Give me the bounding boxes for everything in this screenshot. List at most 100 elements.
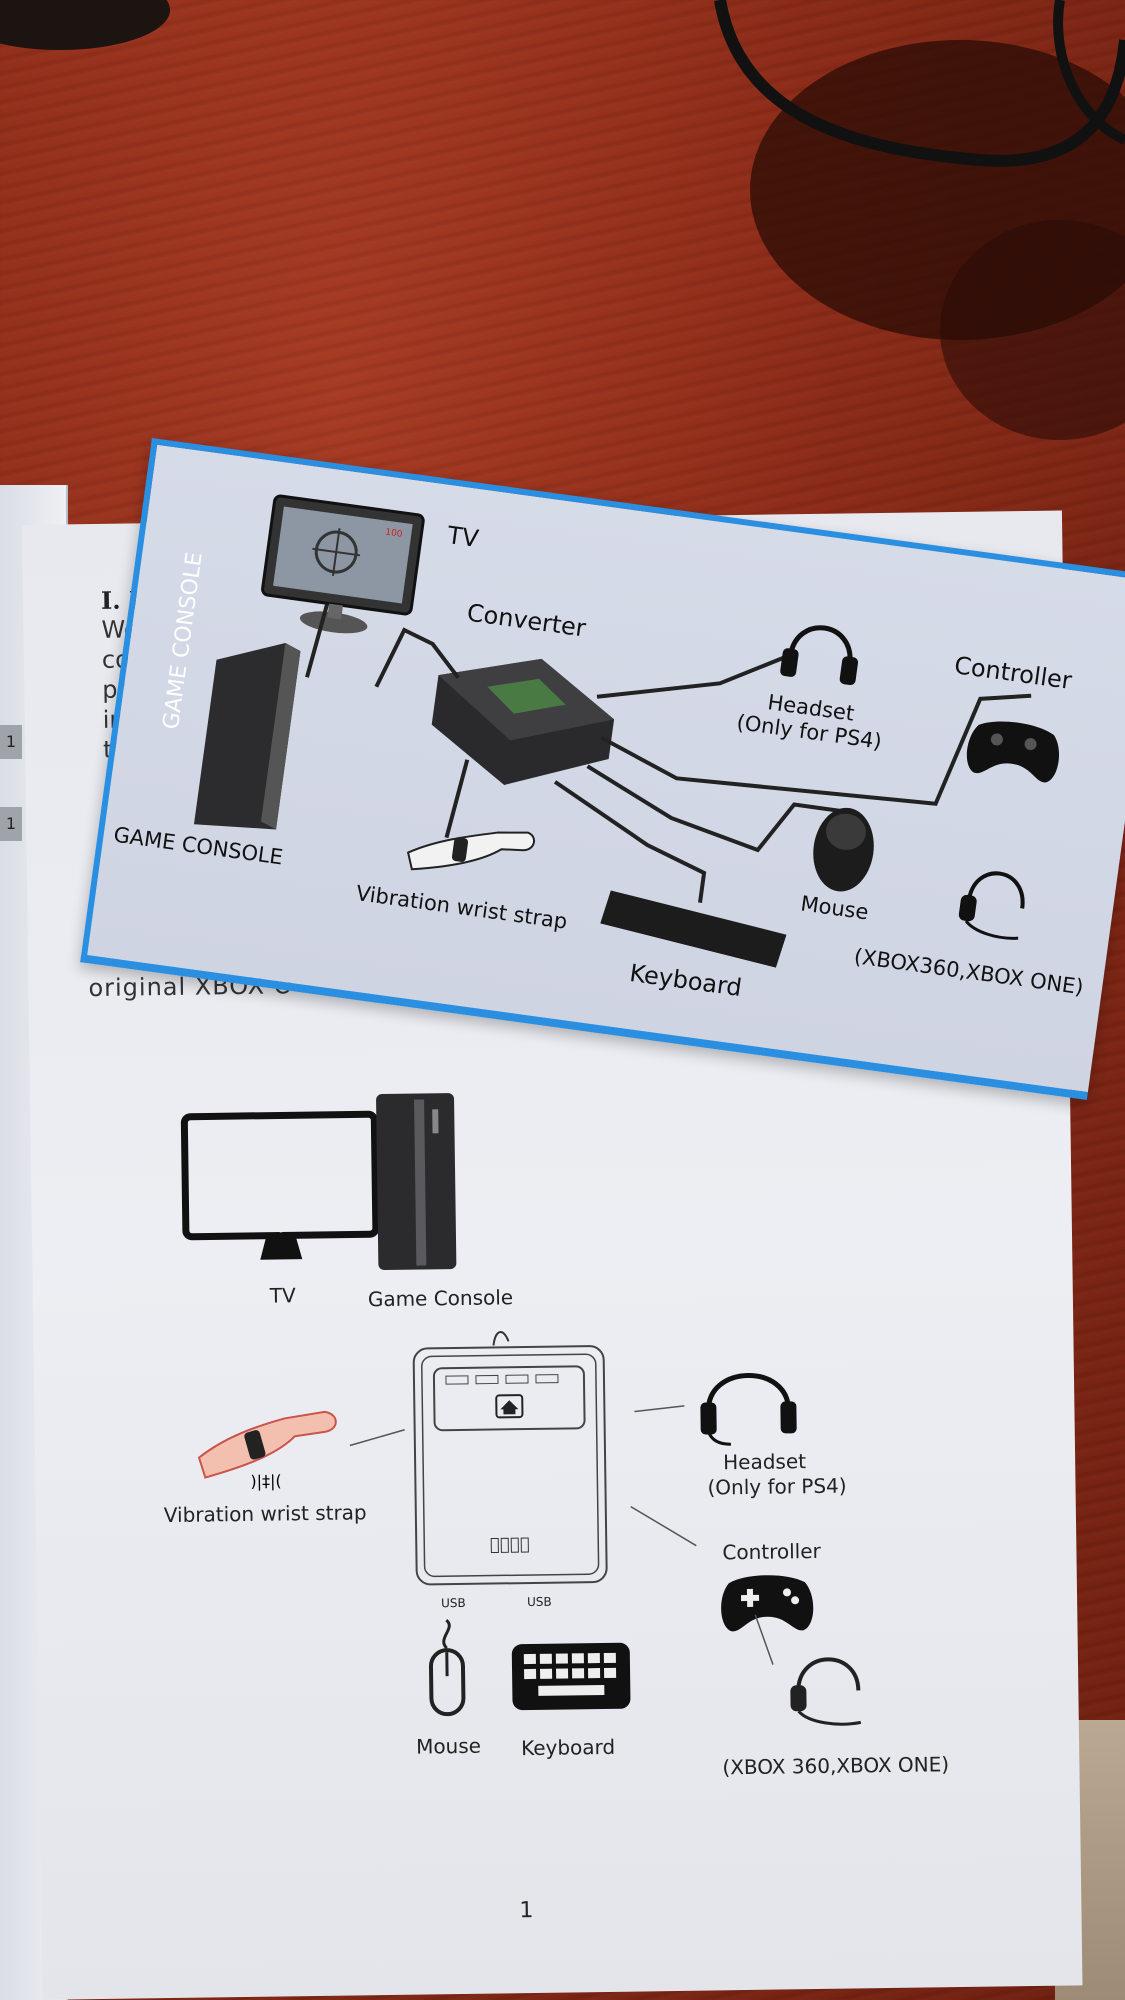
keyboard-key bbox=[572, 1668, 585, 1679]
keyboard-key bbox=[556, 1668, 569, 1679]
keyboard-key bbox=[587, 1653, 600, 1664]
xbox-headset-mic bbox=[797, 1710, 862, 1726]
card-cable bbox=[586, 764, 845, 853]
crosshair-line bbox=[312, 547, 361, 557]
mouse-cable bbox=[442, 1618, 451, 1650]
card-console-side bbox=[260, 643, 301, 830]
card-xbox-headset-band bbox=[966, 871, 1025, 909]
keyboard-key bbox=[604, 1667, 617, 1678]
card-mouse-icon bbox=[813, 807, 874, 892]
keyboard-key bbox=[540, 1668, 553, 1679]
card-cable bbox=[305, 603, 329, 678]
dark-object-topleft bbox=[0, 0, 170, 50]
game-console-icon bbox=[376, 1093, 457, 1271]
keyboard-key bbox=[588, 1668, 601, 1679]
mouse-body bbox=[428, 1648, 466, 1717]
converter-port bbox=[505, 1374, 529, 1384]
headset-ear-left bbox=[700, 1402, 717, 1435]
converter-led bbox=[490, 1537, 499, 1554]
tv-frame bbox=[180, 1110, 380, 1241]
card-tv-screen bbox=[273, 506, 413, 604]
controller-dpad bbox=[741, 1588, 760, 1607]
converter-led bbox=[520, 1537, 529, 1553]
card-cable bbox=[553, 780, 707, 903]
connector-line bbox=[754, 1614, 774, 1665]
card-keyboard-icon bbox=[600, 890, 787, 968]
card-cable bbox=[600, 693, 1032, 806]
converter-body bbox=[412, 1345, 608, 1586]
converter-port bbox=[535, 1374, 559, 1384]
keyboard-keys bbox=[523, 1652, 617, 1696]
card-cable bbox=[596, 651, 796, 699]
console-slot bbox=[432, 1109, 439, 1134]
card-xbox-headset-ear bbox=[958, 894, 977, 922]
wrist-strap-icon: )|‡|( bbox=[197, 1410, 337, 1491]
keyboard-spacebar bbox=[538, 1684, 605, 1696]
card-xbox-headset-mic bbox=[964, 919, 1019, 940]
keyboard-key bbox=[603, 1652, 616, 1663]
xbox-headset-band bbox=[796, 1657, 861, 1692]
tv-button bbox=[277, 1226, 284, 1233]
cable-shadow bbox=[0, 0, 1125, 440]
keyboard-key bbox=[524, 1668, 537, 1680]
card-converter-screen bbox=[487, 678, 566, 714]
keyboard-key bbox=[539, 1653, 552, 1664]
tv-icon bbox=[180, 1110, 380, 1260]
card-converter-icon bbox=[431, 658, 615, 786]
card-tv-base bbox=[299, 611, 368, 634]
card-controller-body bbox=[966, 721, 1059, 783]
arm-shape bbox=[197, 1410, 337, 1479]
card-tv-neck bbox=[327, 603, 344, 620]
card-console-icon bbox=[193, 643, 301, 830]
card-arm-shape bbox=[406, 831, 535, 871]
card-tv-icon: 100 bbox=[261, 494, 425, 634]
card-headset-ear bbox=[839, 656, 859, 686]
keyboard-key bbox=[571, 1653, 584, 1664]
converter-panel bbox=[432, 1365, 586, 1432]
converter-port bbox=[445, 1375, 469, 1385]
home-icon bbox=[500, 1400, 519, 1415]
connector-line bbox=[634, 1405, 685, 1413]
converter-outline-icon bbox=[412, 1331, 608, 1586]
card-cable bbox=[444, 759, 470, 839]
page-number: 1 bbox=[519, 1897, 534, 1924]
xbox-headset-icon bbox=[790, 1657, 862, 1726]
headset-band bbox=[705, 1372, 791, 1411]
connector-line bbox=[349, 1429, 405, 1447]
xbox-headset-ear bbox=[790, 1685, 807, 1712]
vibration-glyph: )|‡|( bbox=[250, 1471, 282, 1490]
card-cable bbox=[374, 627, 460, 688]
home-button bbox=[495, 1394, 524, 1419]
health-readout: 100 bbox=[385, 528, 404, 540]
controller-body bbox=[721, 1575, 814, 1632]
card-keyboard-body bbox=[600, 890, 787, 968]
converter-inner bbox=[421, 1353, 600, 1578]
left-page-tab: 1 bbox=[0, 725, 22, 759]
controller-button bbox=[782, 1588, 791, 1597]
left-page-tab: 1 bbox=[0, 807, 22, 841]
converter-cable bbox=[492, 1331, 510, 1346]
controller-button bbox=[791, 1596, 800, 1605]
controller-icon bbox=[721, 1575, 814, 1632]
card-controller-stick bbox=[990, 733, 1003, 746]
card-controller-stick bbox=[1024, 738, 1037, 751]
converter-port bbox=[475, 1374, 499, 1385]
converter-led bbox=[510, 1537, 519, 1553]
converter-led bbox=[500, 1537, 509, 1553]
keyboard-key bbox=[523, 1653, 536, 1665]
black-cable bbox=[714, 0, 1125, 167]
card-cables bbox=[305, 603, 1032, 903]
card-controller-icon bbox=[966, 721, 1059, 783]
card-xbox-headset-icon bbox=[958, 871, 1025, 940]
mouse-icon bbox=[428, 1618, 466, 1717]
tv-stand bbox=[260, 1237, 303, 1260]
headset-ear-right bbox=[780, 1401, 797, 1434]
manual-page: I. In We co pr in th original XBOX O TV … bbox=[22, 510, 1083, 2000]
card-headset-icon bbox=[780, 625, 859, 686]
card-mouse-highlight bbox=[826, 813, 866, 850]
connection-card: 100 TV GAME CONSOLE GAME CONSOLE Convert… bbox=[80, 438, 1125, 1100]
card-headset-ear bbox=[780, 648, 799, 677]
keyboard-icon bbox=[511, 1642, 631, 1711]
console-highlight bbox=[414, 1099, 427, 1266]
